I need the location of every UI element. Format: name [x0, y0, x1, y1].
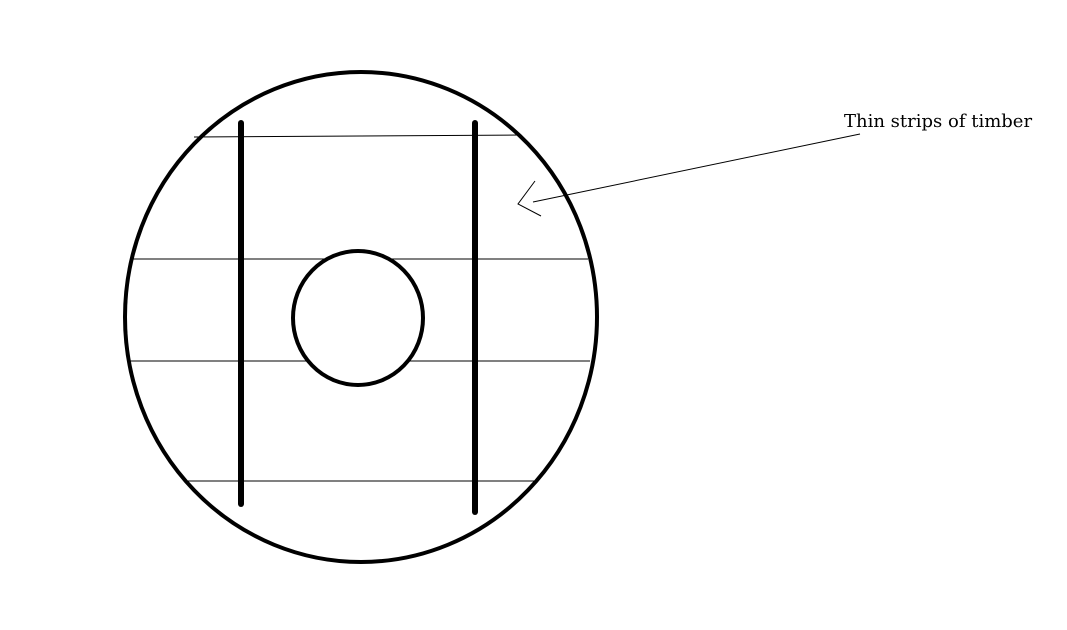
shield-boss [291, 249, 425, 387]
shield-outline [123, 70, 599, 564]
annotation-label: Thin strips of timber [844, 111, 1032, 132]
timber-strip-1 [193, 134, 521, 138]
annotation-arrow-shaft [532, 133, 861, 203]
annotation-arrowhead [517, 180, 542, 217]
